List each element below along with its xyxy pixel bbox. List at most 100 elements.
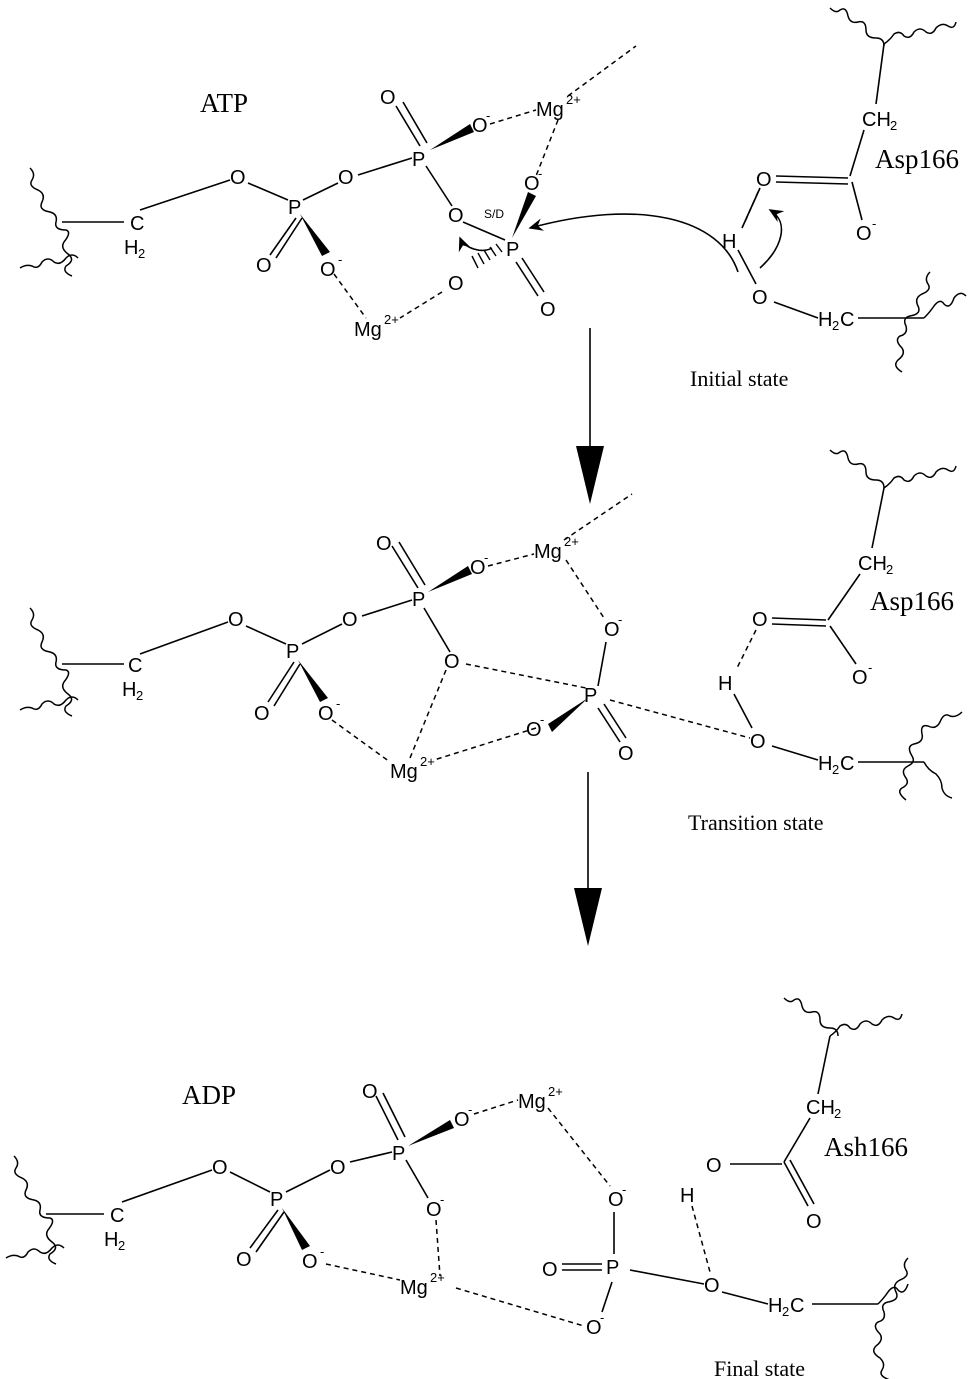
bond-line xyxy=(139,179,231,211)
bond-line xyxy=(477,252,485,265)
atom-label: O xyxy=(426,1199,442,1221)
curve-path xyxy=(883,21,957,45)
reaction-arrow-1 xyxy=(576,328,604,504)
atom-label: - xyxy=(540,712,544,727)
atom-label: O xyxy=(330,1157,346,1179)
bond-line xyxy=(423,607,451,653)
atom-label: P xyxy=(270,1189,283,1211)
atom-label: CH xyxy=(858,553,887,575)
atom-label: Mg xyxy=(534,541,562,563)
atom-label: O xyxy=(542,1259,558,1281)
atom-label: Mg xyxy=(390,761,418,783)
bond-line xyxy=(851,181,863,221)
bond-line xyxy=(771,623,827,627)
curve-path xyxy=(783,997,839,1037)
asp166-label-initial: Asp166 xyxy=(875,144,959,174)
atom-label: P xyxy=(286,641,299,663)
atom-label: P xyxy=(506,239,519,261)
bond-line xyxy=(597,641,607,687)
bond-line xyxy=(301,623,343,645)
atp-label: ATP xyxy=(200,88,248,118)
bond-line xyxy=(629,1269,705,1285)
wedge-bond xyxy=(282,1208,310,1250)
wedge-bond xyxy=(300,214,330,256)
bond-line xyxy=(395,105,421,147)
atom-label: 2+ xyxy=(430,1270,445,1285)
dashed-coordination-bond xyxy=(331,719,391,763)
wedge-bond xyxy=(548,698,588,732)
dashed-coordination-bond xyxy=(565,559,605,619)
transition-state-label: Transition state xyxy=(688,810,823,835)
wedge-bond xyxy=(408,1120,454,1146)
atom-label: 2 xyxy=(136,688,143,703)
atom-label: O xyxy=(342,609,358,631)
bond-line xyxy=(398,541,426,586)
dashed-coordination-bond xyxy=(535,119,559,177)
bond-line xyxy=(349,1151,393,1163)
dashed-coordination-bond xyxy=(547,1107,611,1187)
atom-label: O xyxy=(448,205,464,227)
atom-label: O xyxy=(472,115,488,137)
bond-line xyxy=(357,157,413,176)
atom-label: - xyxy=(440,1192,444,1207)
dashed-coordination-bond xyxy=(735,629,757,671)
atom-label: O xyxy=(706,1155,722,1177)
bond-line xyxy=(247,182,289,201)
atom-label: Mg xyxy=(354,319,382,341)
bond-line xyxy=(875,43,885,105)
atom-label: O xyxy=(454,1109,470,1131)
bond-line xyxy=(817,1035,831,1095)
bond-line xyxy=(382,1092,406,1138)
atom-label: O xyxy=(448,273,464,295)
atom-label: 2+ xyxy=(566,92,581,107)
final-state-label: Final state xyxy=(714,1356,805,1379)
curve-path xyxy=(19,696,79,711)
curve-path xyxy=(458,236,493,253)
atom-label: - xyxy=(468,1102,472,1117)
atom-label: 2 xyxy=(118,1238,125,1253)
bond-line xyxy=(789,1159,815,1205)
atom-label: CH xyxy=(862,109,891,131)
atom-label: - xyxy=(336,696,340,711)
dashed-coordination-bond xyxy=(743,191,759,225)
atom-label: H xyxy=(818,309,832,331)
bond-line xyxy=(275,217,303,259)
atom-label: O xyxy=(852,667,868,689)
atom-label: H xyxy=(768,1295,782,1317)
dashed-coordination-bond xyxy=(333,273,367,319)
bond-line xyxy=(285,1169,331,1193)
curve-path xyxy=(829,1013,903,1037)
atom-label: H xyxy=(104,1229,118,1251)
atom-label: - xyxy=(622,1182,626,1197)
initial-state-label: Initial state xyxy=(690,366,788,391)
atom-label: C xyxy=(840,753,854,775)
bond-line xyxy=(462,221,506,241)
dashed-coordination-bond xyxy=(563,493,633,541)
bond-line xyxy=(601,1281,613,1313)
bond-line xyxy=(375,1095,399,1141)
dashed-coordination-bond xyxy=(473,1099,519,1115)
atom-label: C xyxy=(128,655,142,677)
atom-label: - xyxy=(338,252,342,267)
atom-label: 2 xyxy=(782,1304,789,1319)
atom-label: - xyxy=(872,216,876,231)
bond-line xyxy=(121,1169,213,1203)
dashed-coordination-bond xyxy=(409,669,447,759)
atom-label: O xyxy=(608,1189,624,1211)
bond-line xyxy=(829,625,857,665)
transition-state-panel: Asp166 Transition state xyxy=(19,449,963,835)
atom-label: O xyxy=(228,609,244,631)
atom-label: H xyxy=(680,1185,694,1207)
atom-label: O xyxy=(750,731,766,753)
atom-label: 2+ xyxy=(564,534,579,549)
wedge-bond xyxy=(512,192,536,238)
asp166-label-transition: Asp166 xyxy=(870,586,954,616)
atom-label: O xyxy=(604,619,620,641)
bond-line xyxy=(775,175,849,179)
bond-line xyxy=(771,745,819,761)
bond-line xyxy=(827,573,861,621)
atom-label: P xyxy=(584,685,597,707)
ash166-label-final: Ash166 xyxy=(824,1132,908,1162)
dashed-coordination-bond xyxy=(325,1263,401,1281)
atom-label: - xyxy=(484,550,488,565)
